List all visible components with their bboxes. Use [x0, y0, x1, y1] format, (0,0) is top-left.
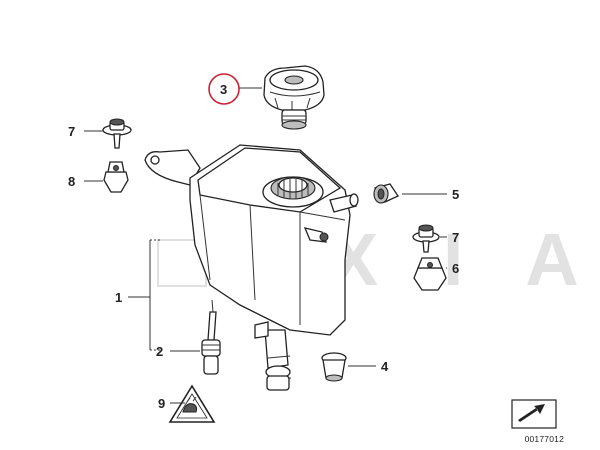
reference-number: 00177012: [524, 434, 564, 444]
rubber-grommet[interactable]: [321, 352, 347, 382]
callout-7-right[interactable]: 7: [452, 230, 459, 245]
expansion-tank[interactable]: [144, 144, 359, 391]
leader-lines: [84, 87, 447, 404]
callout-4[interactable]: 4: [381, 359, 389, 374]
clip-nut-right[interactable]: [413, 257, 447, 291]
callout-3[interactable]: 3: [220, 82, 227, 97]
level-sensor[interactable]: [201, 299, 221, 375]
warning-label[interactable]: [168, 384, 216, 423]
screw-upper-left[interactable]: [102, 118, 132, 149]
callout-3-highlight: [208, 73, 240, 105]
callout-6[interactable]: 6: [452, 261, 459, 276]
screw-right[interactable]: [412, 224, 440, 253]
callout-7-upper[interactable]: 7: [68, 124, 75, 139]
hose-connector[interactable]: [373, 183, 399, 204]
callout-8[interactable]: 8: [68, 174, 75, 189]
clip-nut[interactable]: [103, 161, 129, 193]
callout-1[interactable]: 1: [115, 290, 122, 305]
callout-2[interactable]: 2: [156, 344, 163, 359]
callout-9[interactable]: 9: [158, 396, 165, 411]
callout-5[interactable]: 5: [452, 187, 459, 202]
view-arrow-icon: [511, 399, 557, 429]
expansion-tank-cap[interactable]: [263, 65, 325, 130]
